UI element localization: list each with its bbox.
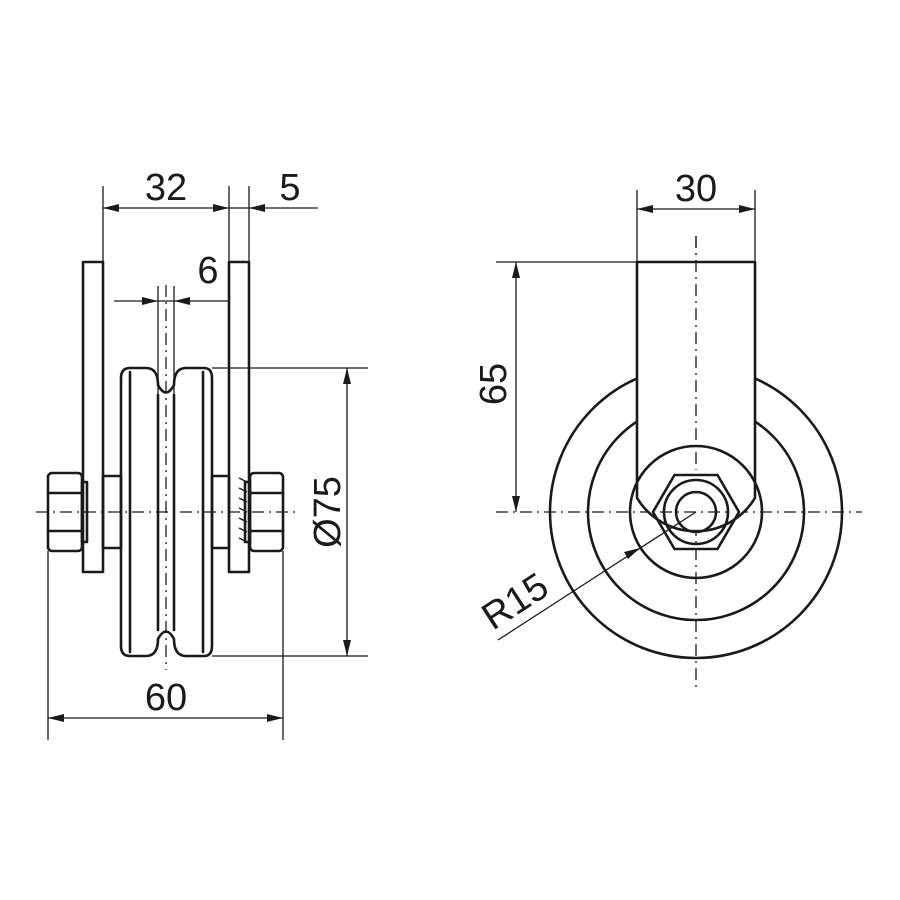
left-fork-plate	[81, 260, 105, 574]
dim-30-arrow-left	[637, 205, 653, 213]
dim-75-arrow-top	[343, 368, 351, 384]
right-fork-plate	[227, 260, 251, 574]
right-washer	[243, 480, 252, 544]
hub-circle	[628, 444, 764, 580]
dim-r15-arrow	[624, 548, 640, 559]
dim-75-arrow-bottom	[343, 640, 351, 656]
wheel-outline	[119, 366, 214, 658]
dim-5-label: 5	[279, 167, 300, 209]
thread-hatch	[238, 477, 248, 543]
dim-6-arrow-right	[174, 297, 190, 305]
front-view: 32 5 6 Ø75 60	[36, 167, 368, 740]
right-hub-spacer	[210, 474, 231, 550]
hex-nut	[651, 473, 741, 551]
dim-6-label: 6	[197, 250, 218, 292]
dim-32-label: 32	[145, 167, 187, 209]
dim-30-arrow-right	[739, 205, 755, 213]
left-hub-spacer	[101, 474, 123, 550]
dim-6-arrow-left	[142, 297, 158, 305]
dim-60-arrow-left	[48, 714, 64, 722]
side-view: 30 65 R15	[473, 168, 862, 688]
dim-r15-label: R15	[475, 565, 556, 638]
dim-65-arrow-top	[512, 262, 520, 278]
bracket-fill	[637, 262, 755, 532]
dim-32-arrow-right	[213, 204, 229, 212]
dim-32-arrow-left	[103, 204, 119, 212]
dim-65-arrow-bottom	[512, 496, 520, 512]
left-washer	[80, 480, 89, 544]
dim-65-label: 65	[473, 363, 515, 405]
dim-30-label: 30	[675, 168, 717, 210]
dim-60-arrow-right	[267, 714, 283, 722]
dim-60-label: 60	[145, 677, 187, 719]
dim-line-r15	[497, 511, 697, 641]
dim-5-arrow	[249, 204, 265, 212]
dim-75-label: Ø75	[307, 476, 349, 548]
